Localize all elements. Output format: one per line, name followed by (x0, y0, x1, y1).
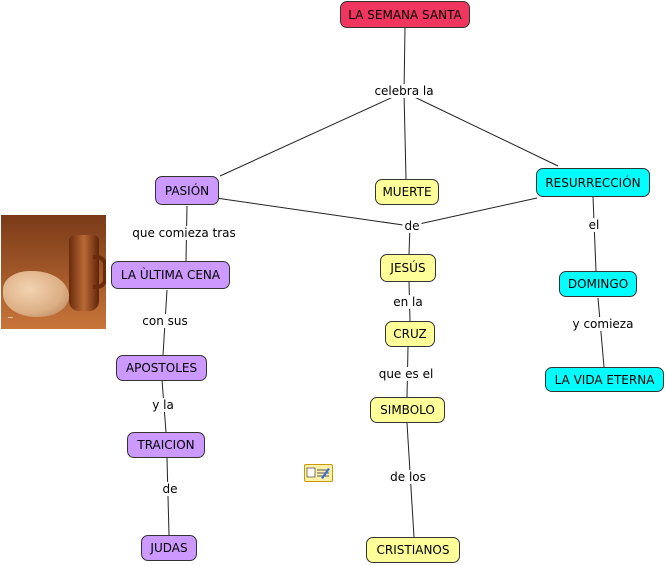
link-label-celebra-la: celebra la (372, 84, 436, 98)
node-resurreccion[interactable]: RESURRECCIÓN (536, 168, 650, 197)
node-judas[interactable]: JUDAS (141, 535, 197, 561)
node-pasion[interactable]: PASIÓN (155, 176, 219, 205)
node-jesus[interactable]: JESÚS (380, 254, 436, 282)
signature-mark: ~ (7, 313, 14, 322)
mask-shape (3, 271, 69, 317)
link-label-de-judas: de (160, 482, 180, 496)
link-label-en-la: en la (391, 295, 425, 309)
link-label-y-la: y la (150, 398, 176, 412)
node-la-vida-eterna[interactable]: LA VIDA ETERNA (545, 367, 664, 392)
jug-shape (69, 235, 99, 311)
still-life-photo[interactable]: ~ (1, 215, 106, 329)
link-label-con-sus: con sus (140, 314, 190, 328)
note-icon[interactable] (304, 464, 333, 482)
jug-handle-shape (93, 255, 106, 289)
node-muerte[interactable]: MUERTE (375, 179, 439, 205)
link-label-y-comieza: y comieza (570, 317, 636, 331)
link-label-que-es-el: que es el (376, 367, 436, 381)
link-label-de: de (402, 219, 422, 233)
node-la-ultima-cena[interactable]: LA ÙLTIMA CENA (111, 261, 230, 289)
link-label-el: el (586, 218, 602, 232)
node-traicion[interactable]: TRAICION (127, 432, 205, 458)
node-cristianos[interactable]: CRISTIANOS (366, 537, 460, 563)
node-domingo[interactable]: DOMINGO (559, 271, 637, 297)
node-apostoles[interactable]: APOSTOLES (116, 355, 207, 381)
link-label-de-los: de los (388, 470, 428, 484)
link-label-que-comieza-tras: que comieza tras (130, 226, 238, 240)
node-cruz[interactable]: CRUZ (385, 321, 435, 347)
node-simbolo[interactable]: SIMBOLO (370, 397, 445, 423)
node-la-semana-santa[interactable]: LA SEMANA SANTA (340, 1, 470, 28)
